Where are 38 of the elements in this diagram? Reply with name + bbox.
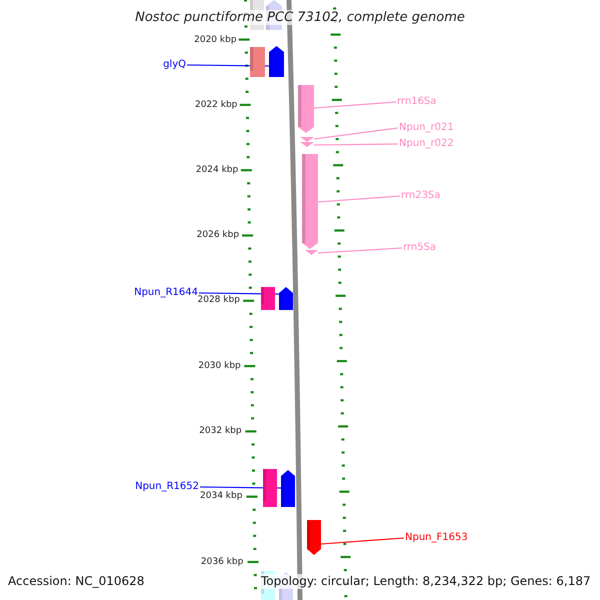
gene-feature: [269, 46, 284, 77]
gene-feature: [279, 287, 293, 310]
gene-feature: [300, 137, 314, 142]
gene-label: glyQ: [163, 59, 186, 71]
leader-line: [199, 292, 279, 295]
gene-feature: [300, 142, 314, 147]
gene-feature: [281, 470, 295, 507]
leader-line: [320, 537, 404, 545]
gene-label: rrn23Sa: [401, 190, 440, 202]
tick-label: 2032 kbp: [199, 426, 242, 436]
tick-label: 2026 kbp: [196, 230, 240, 240]
tick-label: 2028 kbp: [198, 295, 240, 305]
tick-label: 2024 kbp: [196, 165, 238, 175]
gene-label: Npun_R1652: [135, 481, 199, 493]
leader-line: [318, 247, 402, 254]
gene-label: Npun_F1653: [405, 532, 468, 544]
gene-feature: [307, 520, 321, 555]
leader-line: [318, 195, 400, 203]
leader-line: [314, 143, 398, 146]
diagram-title: Nostoc punctiforme PCC 73102, complete genome: [133, 10, 467, 25]
tick-label: 2022 kbp: [194, 100, 238, 110]
tick-label: 2034 kbp: [200, 491, 242, 501]
tick-label: 2030 kbp: [198, 361, 241, 371]
leader-line: [314, 127, 398, 140]
gene-label: rrn16Sa: [397, 96, 436, 108]
gene-label: Npun_r021: [399, 122, 454, 134]
genome-info-note: Topology: circular; Length: 8,234,322 bp; Genes: 6,187: [261, 574, 591, 589]
tick-label: 2036 kbp: [200, 557, 244, 567]
gene-label: rrn5Sa: [403, 242, 436, 254]
gene-feature: [250, 47, 265, 77]
tick-label: 2020 kbp: [194, 35, 237, 45]
gene-feature: [298, 85, 314, 133]
gene-label: Npun_R1644: [134, 287, 198, 299]
gene-label: Npun_r022: [399, 138, 454, 150]
gene-feature: [263, 469, 277, 507]
accession-note: Accession: NC_010628: [8, 574, 144, 589]
leader-line: [314, 101, 396, 109]
gene-feature: [261, 287, 275, 310]
